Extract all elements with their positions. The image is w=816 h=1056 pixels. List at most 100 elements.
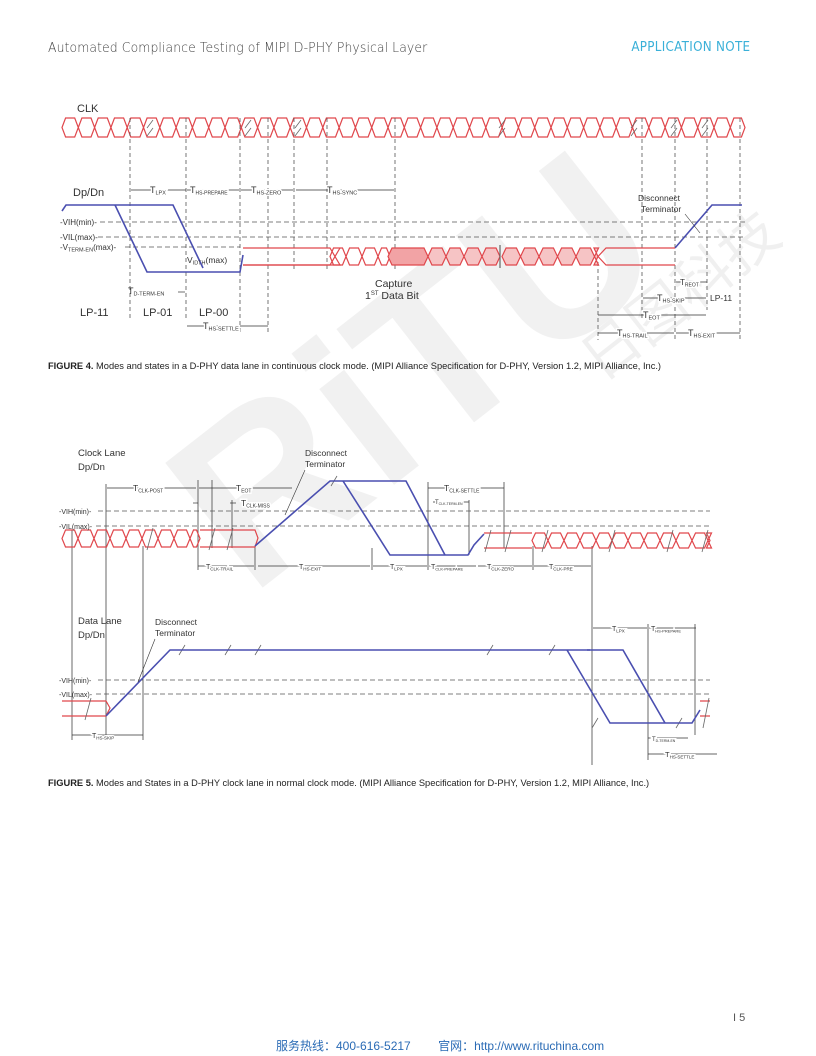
- t-hs-sync: THS-SYNC: [296, 184, 394, 198]
- data-dpdn-label: Dp/Dn: [78, 630, 105, 641]
- svg-text:THS-PREPARE: THS-PREPARE: [190, 185, 228, 197]
- svg-text:TEOT: TEOT: [643, 310, 660, 322]
- svg-text:THS-SKIP: THS-SKIP: [657, 293, 685, 305]
- svg-text:THS-EXIT: THS-EXIT: [688, 328, 716, 340]
- footer-hotline: 服务热线：400-616-5217: [276, 1039, 411, 1053]
- break-mark: [208, 527, 216, 551]
- data-hs-line: [62, 700, 111, 717]
- disconnect-label-data: Disconnect: [155, 617, 198, 627]
- vil-label: -VIL(max)-: [59, 524, 93, 531]
- timing-guide-lines: [129, 118, 741, 340]
- hs-trail-line: [597, 256, 675, 266]
- t-clk-miss: TCLK-MISS: [241, 498, 270, 510]
- break-mark: [498, 127, 506, 137]
- terminator-label: Terminator: [641, 204, 681, 214]
- break-mark: [294, 127, 302, 137]
- figure-4-caption: FIGURE 4. Modes and states in a D-PHY da…: [48, 360, 688, 373]
- hs-eye-pattern: [531, 532, 713, 549]
- break-mark: [244, 119, 252, 129]
- clock-lane-label: Clock Lane: [78, 448, 126, 459]
- t-hs-prepare: THS-PREPARE: [187, 184, 239, 198]
- hs-eye-pattern: [61, 117, 746, 138]
- break-mark: [146, 119, 154, 129]
- vih-label: -VIH(min)-: [60, 218, 97, 227]
- svg-text:THS-SYNC: THS-SYNC: [327, 185, 357, 197]
- t-clk-term-en: TCLK-TERM-EN: [435, 500, 463, 506]
- hs-zero-line: [484, 532, 532, 549]
- hs-data-signal: [243, 245, 675, 268]
- break-mark: [504, 529, 512, 553]
- vil-label-data: -VIL(max)-: [59, 692, 93, 699]
- break-mark: [226, 527, 234, 551]
- break-mark: [608, 529, 616, 553]
- vterm-label: -VTERM-EN(max)-: [60, 243, 117, 254]
- t-hs-exit: THS-EXIT: [676, 327, 740, 341]
- break-mark: [666, 529, 674, 553]
- capture-bit: [387, 247, 429, 266]
- t-d-term-en: TD-TERM-EN: [652, 737, 676, 743]
- lp-11-right-label: LP-11: [710, 293, 732, 303]
- hs-eye-pattern: [61, 529, 201, 548]
- t-hs-prepare: THS-PREPARE: [651, 626, 681, 634]
- section-label: APPLICATION NOTE: [630, 40, 750, 55]
- lp-00-label: LP-00: [199, 307, 228, 319]
- hs-eye-pattern: [427, 247, 501, 266]
- labels: CLK Dp/Dn -VIH(min)- -VIL(max)- -VTERM-E…: [60, 103, 740, 341]
- t-hs-settle: THS-SETTLE: [665, 750, 694, 760]
- t-lpx: TLPX: [131, 184, 186, 198]
- break-mark: [146, 527, 154, 551]
- break-mark: [702, 697, 710, 729]
- terminator-label-data: Terminator: [155, 628, 195, 638]
- t-clk-trail: TCLK-TRAIL: [206, 564, 234, 572]
- t-clk-post: TCLK-POST: [133, 483, 163, 495]
- clk-label: CLK: [77, 103, 99, 115]
- footer-contact: 服务热线：400-616-5217 官网：http://www.rituchin…: [276, 1037, 628, 1054]
- break-mark: [701, 529, 709, 553]
- timing-labels: TCLK-POST TEOT TCLK-MISS TCLK-SETTLE TCL…: [91, 482, 696, 762]
- svg-text:TREOT: TREOT: [680, 278, 699, 289]
- break-mark: [484, 529, 492, 553]
- figure-5-timing-diagram: Clock Lane Dp/Dn Data Lane Dp/Dn -VIH(mi…: [59, 448, 717, 765]
- labels: Clock Lane Dp/Dn Data Lane Dp/Dn -VIH(mi…: [59, 448, 717, 762]
- break-mark: [541, 529, 549, 553]
- figure-5-caption: FIGURE 5. Modes and States in a D-PHY cl…: [48, 777, 688, 790]
- break-mark: [630, 127, 638, 137]
- caption-label: FIGURE 5.: [48, 778, 94, 788]
- threshold-lines: [98, 221, 745, 248]
- hs-clock-signal: [61, 475, 713, 729]
- svg-text:THS-ZERO: THS-ZERO: [251, 185, 282, 197]
- t-lpx-data: TLPX: [612, 626, 625, 634]
- break-mark: [84, 697, 92, 721]
- svg-text:TLPX: TLPX: [150, 185, 166, 197]
- dpdn-label: Dp/Dn: [73, 187, 104, 199]
- svg-text:THS-TRAIL: THS-TRAIL: [617, 328, 648, 340]
- hs-zero-line: [243, 247, 341, 266]
- lp-01-label: LP-01: [143, 307, 172, 319]
- footer-website[interactable]: 官网：http://www.rituchina.com: [438, 1039, 605, 1053]
- t-lpx: TLPX: [390, 564, 403, 572]
- t-hs-skip: THS-SKIP: [643, 292, 706, 306]
- disconnect-label: Disconnect: [638, 193, 681, 203]
- break-mark: [591, 717, 599, 729]
- vidth-label: VIDTH(max): [187, 255, 227, 267]
- t-eot: TEOT: [236, 483, 251, 495]
- svg-text:TD-TERM-EN: TD-TERM-EN: [128, 286, 164, 298]
- lp-signal: [61, 204, 742, 273]
- vih-label: -VIH(min)-: [59, 509, 92, 516]
- threshold-lines: [96, 510, 710, 695]
- hs-trail-line: [200, 529, 259, 548]
- t-clk-pre: TCLK-PRE: [549, 564, 573, 572]
- lp-11-label: LP-11: [80, 307, 109, 319]
- disconnect-label: Disconnect: [305, 448, 348, 458]
- t-clk-prepare: TCLK-PREPARE: [431, 564, 464, 572]
- break-mark: [498, 119, 506, 129]
- caption-text: Modes and states in a D-PHY data lane in…: [93, 361, 662, 371]
- caption-text: Modes and States in a D-PHY clock lane i…: [93, 778, 650, 788]
- first-data-bit-label: 1ST Data Bit: [365, 290, 419, 302]
- clock-waveform: [61, 117, 746, 138]
- t-hs-skip: THS-SKIP: [92, 733, 114, 741]
- capture-label: Capture: [375, 278, 413, 290]
- t-reot: TREOT: [676, 277, 707, 290]
- svg-text:THS-SETTLE: THS-SETTLE: [203, 321, 239, 333]
